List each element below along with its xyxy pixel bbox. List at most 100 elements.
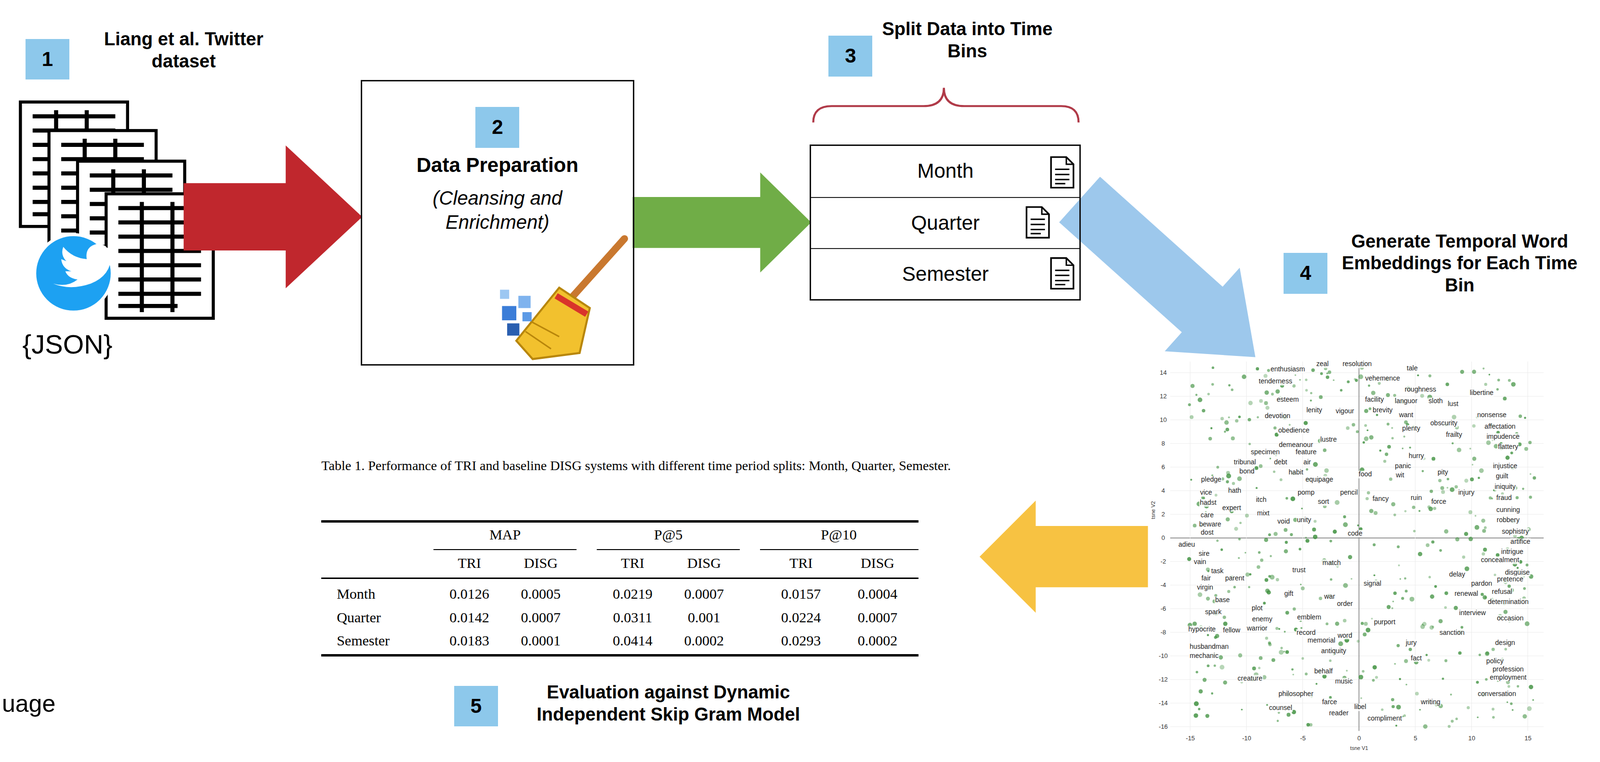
word-label: force (1430, 498, 1447, 506)
data-point (1242, 374, 1247, 379)
data-point (1285, 649, 1289, 654)
step-heading: Data Preparation (362, 153, 633, 178)
table-header: DISG (860, 554, 895, 572)
data-point (1393, 513, 1397, 517)
data-point (1438, 618, 1443, 624)
word-label: creature (1237, 674, 1263, 682)
word-label: libel (1353, 703, 1367, 711)
data-point (1232, 481, 1235, 485)
word-label: brevity (1372, 406, 1393, 414)
step-body: (Cleansing and Enrichment) (384, 185, 611, 235)
data-point (1429, 489, 1434, 493)
data-point (1210, 426, 1213, 429)
word-label: reader (1328, 709, 1349, 717)
word-label: gift (1283, 590, 1294, 598)
data-point (1452, 414, 1457, 420)
data-point (1368, 384, 1371, 387)
data-point (1391, 436, 1394, 440)
data-point (1409, 446, 1412, 449)
data-point (1197, 591, 1203, 597)
data-point (1327, 370, 1332, 374)
data-point (1214, 493, 1218, 497)
data-point (1263, 601, 1267, 605)
word-label: frailty (1445, 431, 1463, 439)
block-arrow (1059, 176, 1256, 358)
data-point (1248, 585, 1251, 589)
json-label: {JSON} (22, 328, 113, 360)
word-label: code (1347, 529, 1363, 538)
data-point (1368, 406, 1372, 410)
data-point (1385, 452, 1389, 456)
data-point (1283, 650, 1286, 653)
data-point (1524, 416, 1527, 419)
data-point (1333, 379, 1336, 381)
word-label: task (1210, 567, 1225, 576)
axis-tick: 0 (1357, 734, 1361, 742)
data-point (1329, 539, 1333, 543)
table-cell: 0.0007 (684, 585, 725, 603)
data-point (1292, 607, 1297, 611)
data-point (1524, 446, 1529, 451)
data-point (1256, 367, 1260, 371)
block-arrow (183, 145, 363, 289)
data-point (1506, 701, 1509, 703)
data-point (1529, 684, 1534, 689)
data-point (1391, 501, 1396, 507)
data-point (1532, 698, 1535, 701)
data-point (1195, 670, 1199, 673)
data-point (1440, 485, 1445, 490)
data-point (1276, 719, 1280, 722)
document-icon (1050, 157, 1074, 188)
data-point (1464, 478, 1469, 483)
data-point (1444, 658, 1448, 662)
data-point (1357, 524, 1360, 526)
data-point (1396, 643, 1401, 647)
axis-tick: 2 (1161, 510, 1166, 518)
data-point (1405, 683, 1408, 685)
data-point (1429, 594, 1435, 599)
data-point (1494, 573, 1497, 576)
word-label: expert (1221, 504, 1242, 512)
data-point (1275, 626, 1279, 630)
data-point (1275, 389, 1281, 394)
word-label: itch (1255, 496, 1268, 504)
table-rule (596, 549, 740, 551)
data-point (1363, 621, 1368, 626)
table-cell: 0.001 (687, 609, 721, 626)
data-point (1329, 659, 1332, 662)
data-point (1258, 666, 1261, 669)
data-point (1431, 456, 1436, 461)
data-point (1286, 712, 1291, 717)
word-label: design (1494, 639, 1516, 647)
data-point (1198, 707, 1201, 710)
data-point (1365, 627, 1371, 633)
data-point (1305, 378, 1308, 381)
data-point (1227, 589, 1231, 593)
data-point (1363, 632, 1367, 637)
table-row-label: Quarter (336, 609, 381, 626)
bracket (813, 87, 1079, 123)
data-point (1393, 393, 1397, 397)
word-label: husbandman (1189, 643, 1230, 651)
data-point (1254, 465, 1259, 470)
data-point (1220, 548, 1223, 551)
data-point (1268, 641, 1272, 644)
data-point (1190, 414, 1194, 419)
axis-tick: 6 (1161, 463, 1166, 471)
word-label: emblem (1296, 613, 1322, 621)
word-label: dost (1200, 528, 1214, 537)
data-point (1401, 596, 1405, 600)
word-label: debt (1273, 458, 1288, 466)
data-point (1310, 399, 1312, 402)
word-label: vehemence (1364, 374, 1401, 382)
data-point (1225, 427, 1230, 432)
data-point (1417, 374, 1420, 377)
data-point (1206, 567, 1210, 572)
data-point (1206, 633, 1210, 637)
word-label: void (1276, 517, 1291, 525)
axis-tick: -16 (1158, 722, 1168, 731)
data-point (1404, 658, 1409, 663)
data-point (1391, 426, 1394, 429)
word-label: music (1334, 678, 1354, 686)
word-label: parent (1224, 575, 1246, 583)
